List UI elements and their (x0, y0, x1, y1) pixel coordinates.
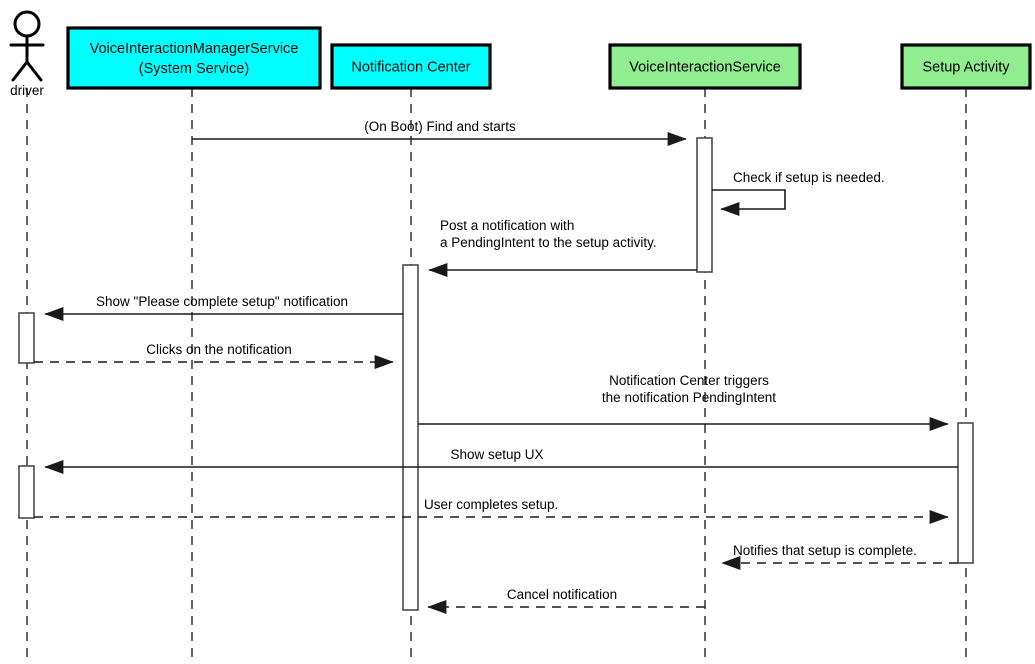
message-label-m1: (On Boot) Find and starts (364, 119, 516, 134)
message-m8[interactable]: User completes setup. (34, 497, 949, 525)
activation-bars-layer (18, 137, 974, 611)
message-label-m2: Check if setup is needed. (733, 170, 885, 185)
message-label-m8: User completes setup. (424, 497, 558, 512)
activation-bar-vis (696, 137, 713, 273)
participant-box-setup[interactable] (900, 43, 1032, 90)
actor-right-leg-icon (25, 60, 43, 82)
message-m9[interactable]: Notifies that setup is complete. (721, 543, 958, 571)
message-line-m2 (712, 189, 786, 217)
activation-bar-driver (18, 465, 35, 519)
participant-label-setup: Setup Activity (922, 60, 1010, 76)
participant-driver[interactable]: driver (9, 10, 45, 98)
message-label-m9: Notifies that setup is complete. (733, 543, 917, 558)
participant-box-notif[interactable] (330, 43, 492, 90)
participant-heads-layer: driver VoiceInteractionManagerService(Sys… (9, 10, 1032, 98)
activation-bar-driver (18, 312, 35, 364)
participant-vis[interactable]: VoiceInteractionService (608, 43, 802, 90)
activation-bar-setup (957, 422, 974, 564)
message-label-m4: Show "Please complete setup" notificatio… (96, 294, 348, 309)
participant-vims[interactable]: VoiceInteractionManagerService(System Se… (66, 26, 322, 90)
participant-label-driver: driver (10, 83, 44, 98)
participant-box-vis[interactable] (608, 43, 802, 90)
message-m7[interactable]: Show setup UX (44, 447, 958, 475)
participant-setup[interactable]: Setup Activity (900, 43, 1032, 90)
actor-head-icon (13, 10, 41, 38)
participant-label-vims: VoiceInteractionManagerService(System Se… (90, 41, 299, 77)
message-m2[interactable]: Check if setup is needed. (712, 170, 885, 217)
message-label-m7: Show setup UX (450, 447, 543, 462)
message-m1[interactable]: (On Boot) Find and starts (192, 119, 687, 147)
participant-label-notif: Notification Center (351, 60, 470, 76)
message-m10[interactable]: Cancel notification (427, 587, 705, 615)
message-label-m5: Clicks on the notification (146, 342, 292, 357)
participant-box-vims[interactable] (66, 26, 322, 90)
participant-notif[interactable]: Notification Center (330, 43, 492, 90)
activation-bar-notif (402, 264, 419, 611)
participant-label-vis: VoiceInteractionService (629, 60, 781, 76)
message-m5[interactable]: Clicks on the notification (34, 342, 394, 370)
actor-left-leg-icon (11, 60, 29, 82)
message-m4[interactable]: Show "Please complete setup" notificatio… (44, 294, 403, 322)
message-label-m10: Cancel notification (507, 587, 617, 602)
